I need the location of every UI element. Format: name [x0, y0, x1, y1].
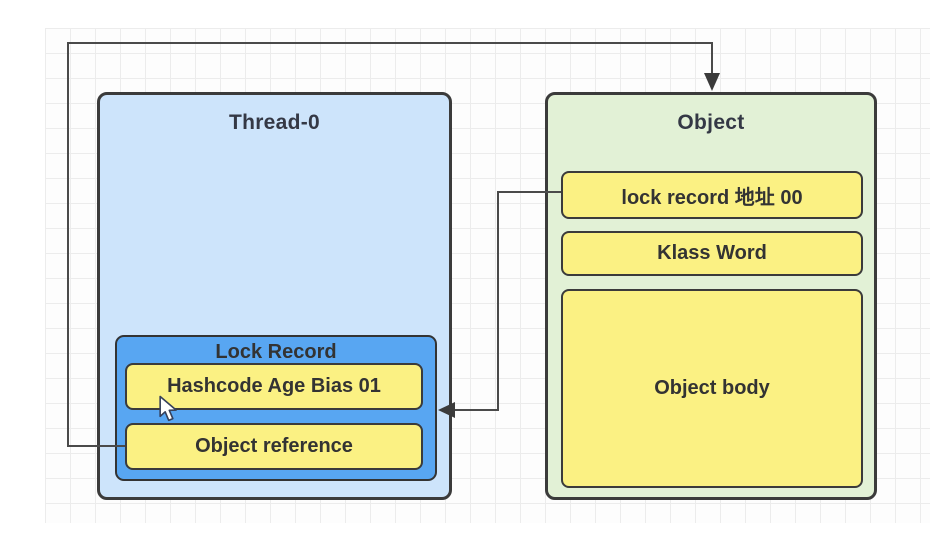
mouse-cursor-icon	[159, 395, 177, 422]
row-label: Object reference	[195, 435, 353, 457]
thread-box: Thread-0 Lock Record Hashcode Age Bias 0…	[97, 92, 452, 500]
row-label: Hashcode Age Bias 01	[167, 375, 381, 397]
object-row-object-body: Object body	[561, 289, 863, 488]
row-label: lock record 地址 00	[621, 186, 803, 209]
row-label: Klass Word	[657, 242, 767, 264]
thread-box-title: Thread-0	[228, 111, 321, 134]
row-label: Object body	[654, 377, 770, 399]
object-row-lock-record-address: lock record 地址 00	[561, 171, 863, 219]
object-box-title: Object	[677, 111, 745, 134]
object-box: Object lock record 地址 00 Klass Word Obje…	[545, 92, 877, 500]
lock-record-row-object-reference: Object reference	[125, 423, 423, 470]
object-row-klass-word: Klass Word	[561, 231, 863, 276]
lock-record-title: Lock Record	[215, 341, 337, 363]
